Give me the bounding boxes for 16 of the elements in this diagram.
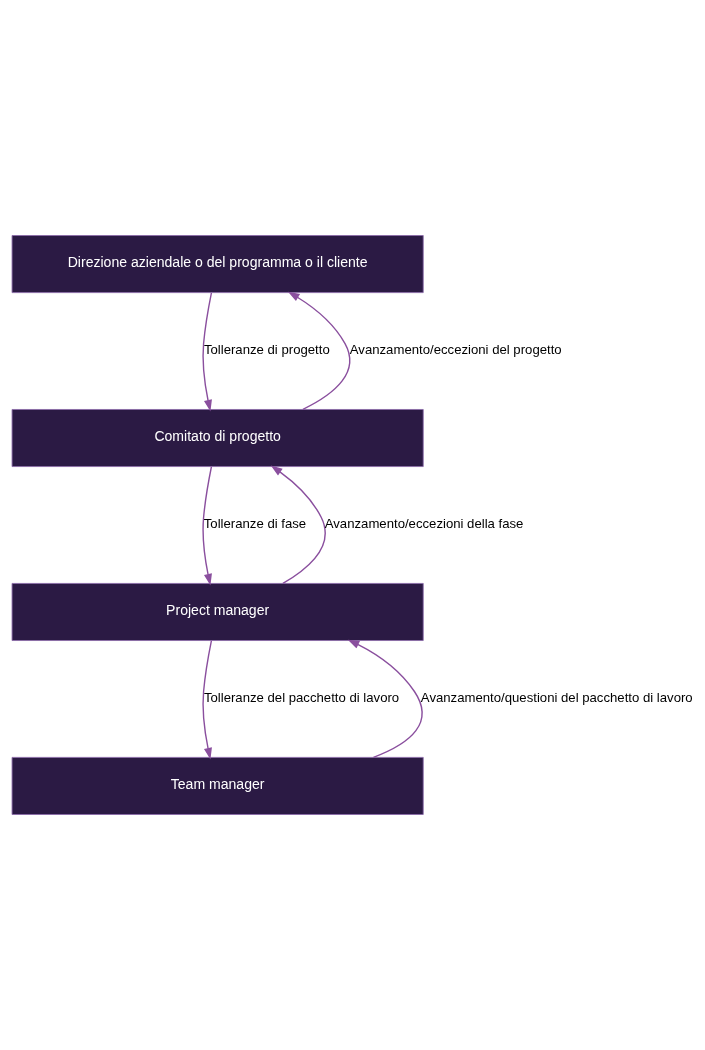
arrow (202, 640, 213, 760)
arrow (270, 465, 326, 585)
arrow (287, 291, 351, 411)
edge-label: Avanzamento/questioni del pacchetto di lavoro (420, 690, 693, 706)
arrow (347, 639, 423, 758)
node-box: Project manager (11, 582, 424, 641)
arrow (202, 466, 213, 586)
edge-label: Tolleranze di progetto (203, 342, 330, 358)
node-box: Comitato di progetto (11, 409, 424, 467)
edge-label: Avanzamento/eccezioni della fase (324, 516, 524, 532)
edge-label: Tolleranze del pacchetto di lavoro (203, 690, 400, 706)
node-box: Team manager (11, 756, 424, 815)
node-box: Direzione aziendale o del programma o il cliente (11, 235, 424, 294)
arrow (202, 292, 213, 412)
edge-label: Tolleranze di fase (203, 516, 307, 532)
edge-label: Avanzamento/eccezioni del progetto (349, 342, 562, 358)
